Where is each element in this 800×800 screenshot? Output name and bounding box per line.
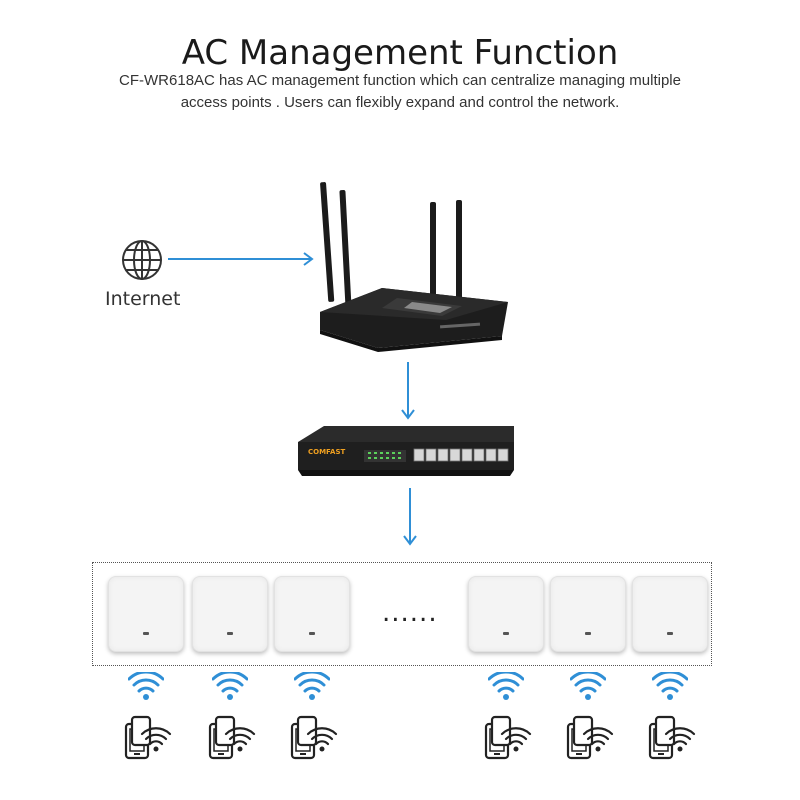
access-point [550,576,626,652]
switch-port [449,448,461,462]
access-point [108,576,184,652]
switch-port [461,448,473,462]
wifi-signal-icon [652,672,688,700]
globe-icon [122,240,162,280]
switch-port [497,448,509,462]
switch-port [425,448,437,462]
wifi-signal-icon [294,672,330,700]
switch-port [473,448,485,462]
wifi-signal-icon [488,672,524,700]
description-line-2: access points . Users can flexibly expan… [180,94,620,111]
smartphone-wifi-icon [124,715,172,760]
switch-port [485,448,497,462]
wifi-signal-icon [570,672,606,700]
smartphone-wifi-icon [566,715,614,760]
page-title: AC Management Function [181,32,619,73]
access-point [468,576,544,652]
wireless-router [320,182,508,352]
wifi-signal-icon [212,672,248,700]
access-point [274,576,350,652]
smartphone-wifi-icon [484,715,532,760]
access-point-group [92,562,712,666]
smartphone-wifi-icon [290,715,338,760]
switch-port [413,448,425,462]
switch-brand: COMFAST [308,448,345,456]
arrow-internet-to-router [168,252,314,266]
access-point [192,576,268,652]
internet-label: Internet [105,288,181,310]
switch-port [437,448,449,462]
description-line-1: CF-WR618AC has AC management function wh… [119,72,681,89]
smartphone-wifi-icon [208,715,256,760]
arrow-switch-to-aps [403,488,417,546]
arrow-router-to-switch [401,362,415,420]
wifi-signal-icon [128,672,164,700]
network-switch: COMFAST [298,426,514,476]
description: CF-WR618AC has AC management function wh… [100,70,700,114]
access-point [632,576,708,652]
smartphone-wifi-icon [648,715,696,760]
ellipsis: ...... [382,598,438,628]
